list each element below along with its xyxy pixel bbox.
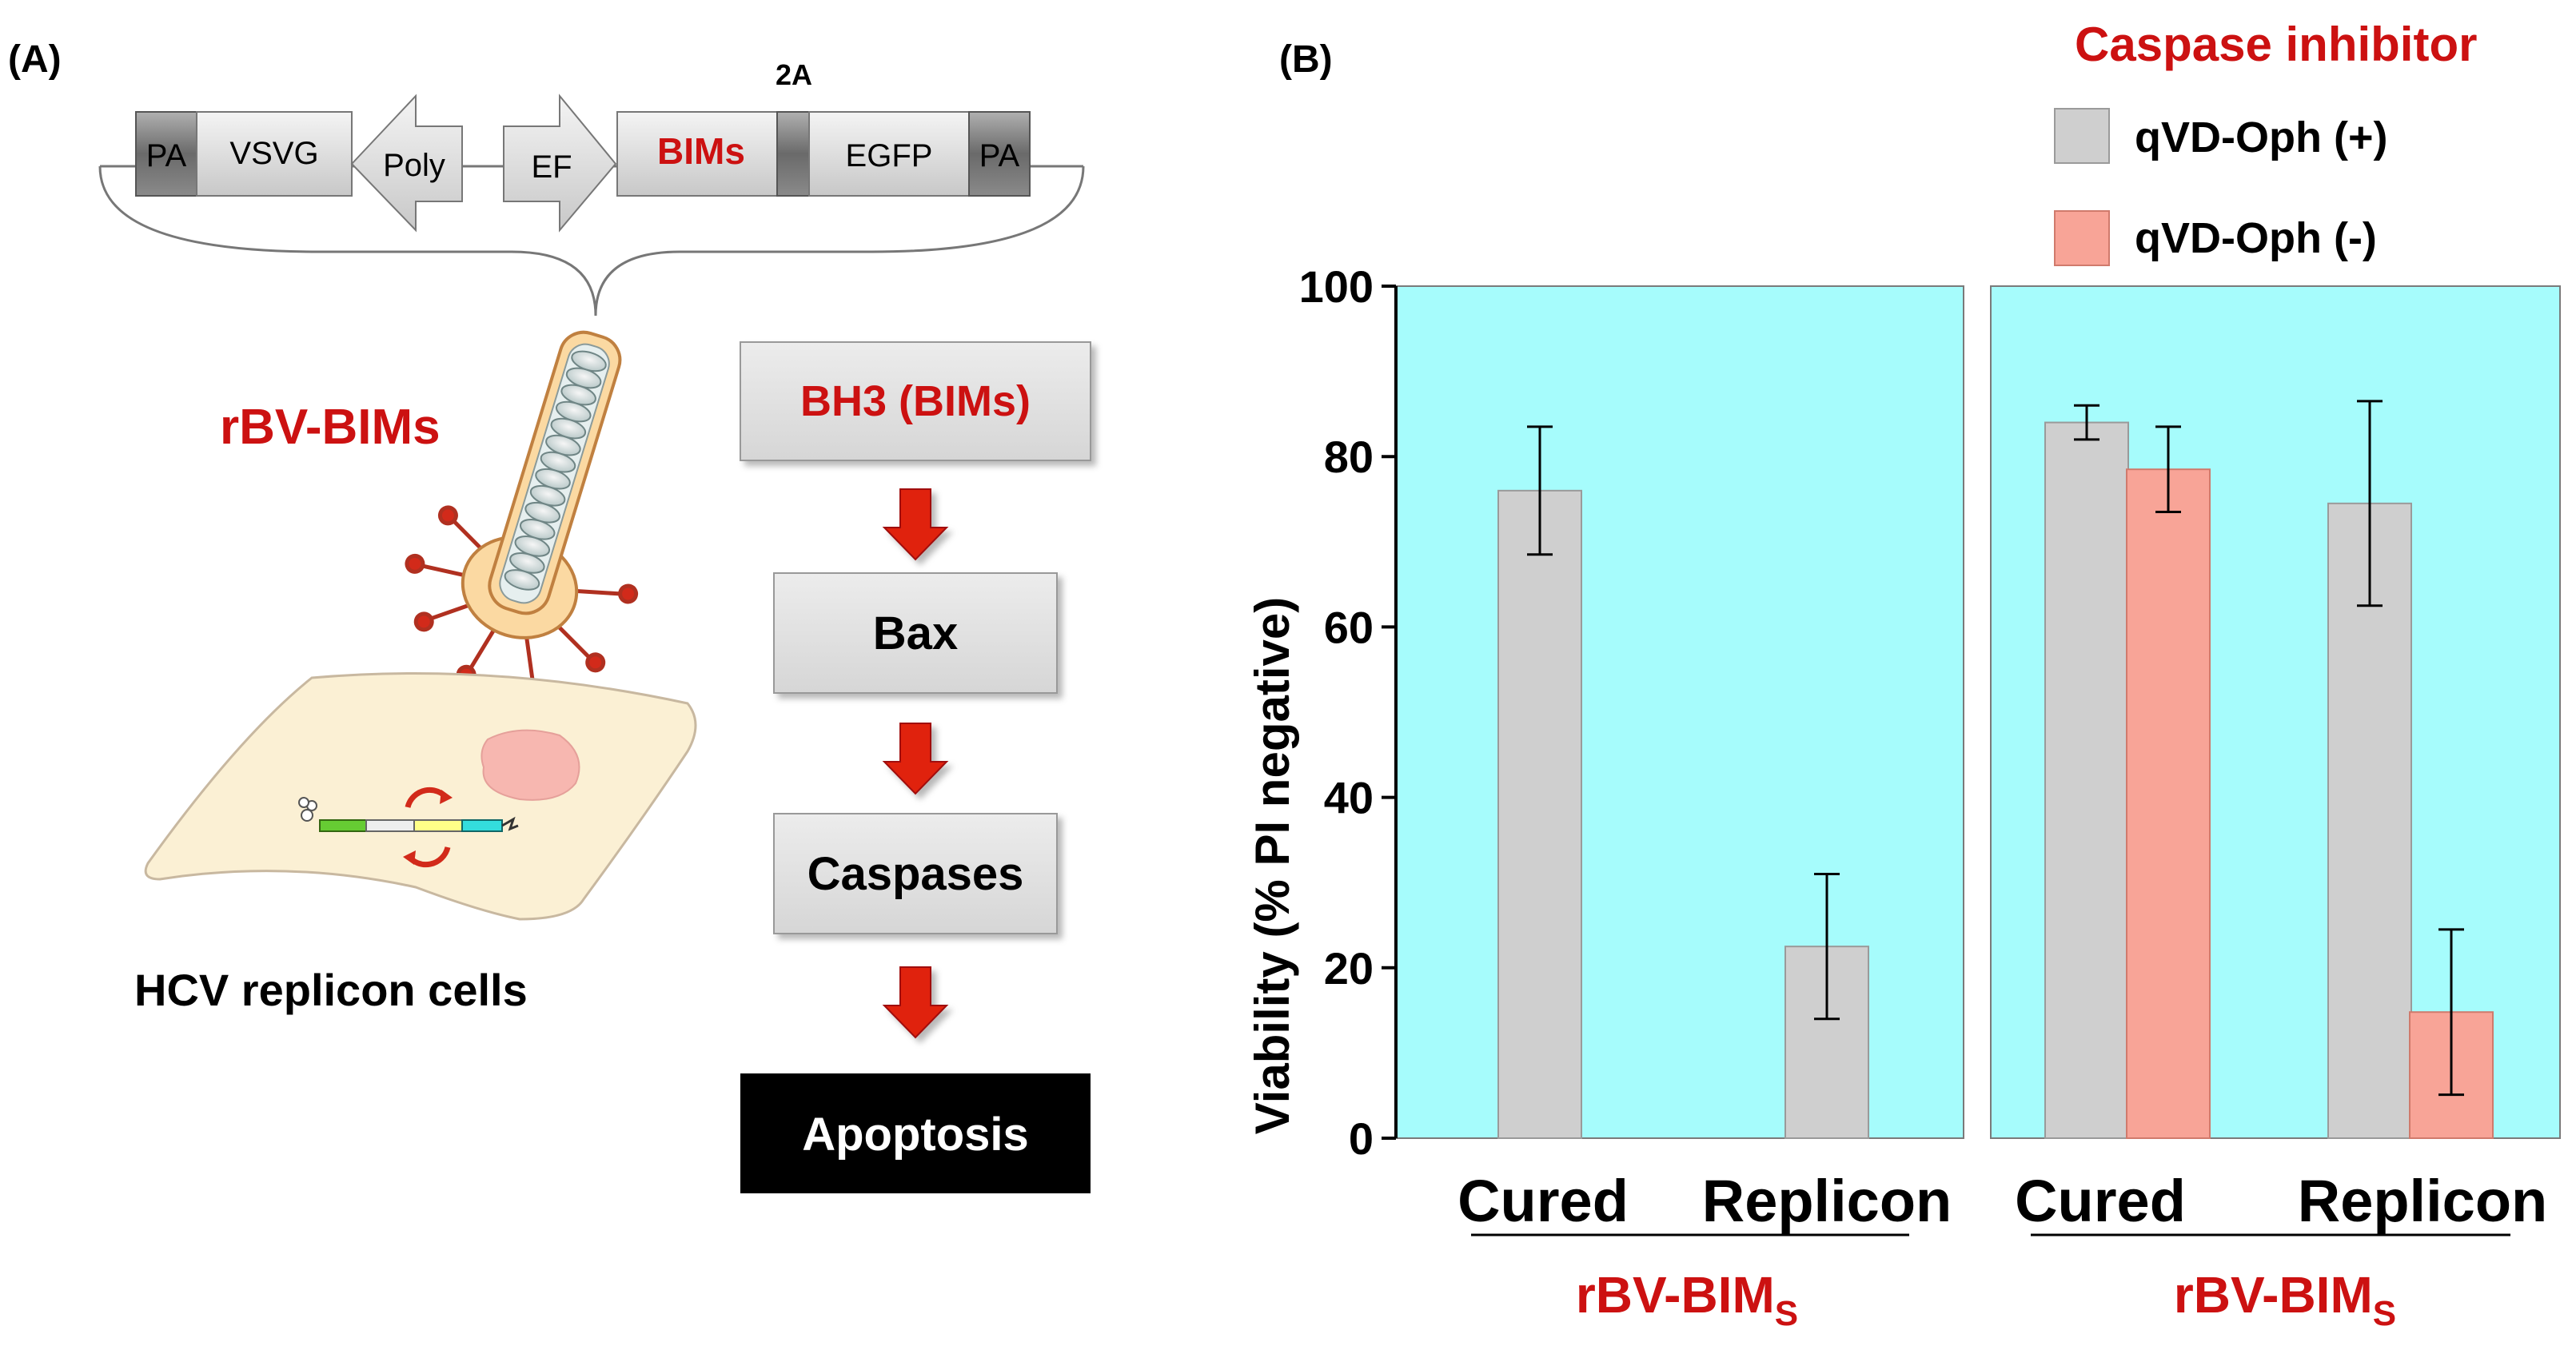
- cell-label: HCV replicon cells: [134, 965, 528, 1015]
- group-label-left-main: rBV-BIM: [1576, 1266, 1775, 1324]
- pathway-label-apoptosis: Apoptosis: [802, 1109, 1029, 1161]
- bar: [2044, 421, 2129, 1139]
- legend-entry-plus: qVD-Oph (+): [2135, 113, 2387, 161]
- pathway-arrow-3: [882, 966, 949, 1039]
- x-label-cured-left: Cured: [1457, 1168, 1629, 1234]
- construct-diagram: PA VSVG Poly EF BIMs 2A EGFP PA: [98, 58, 1085, 317]
- legend-swatch-minus: [2054, 210, 2110, 266]
- y-tick-label: 60: [1324, 602, 1374, 652]
- virus-label: rBV-BIMs: [220, 400, 441, 455]
- legend: Caspase inhibitor qVD-Oph (+) qVD-Oph (-…: [2054, 18, 2477, 266]
- y-tick-label: 80: [1324, 432, 1374, 482]
- vsvg-label: VSVG: [229, 136, 318, 171]
- y-tick-label: 40: [1324, 773, 1374, 823]
- bar: [2327, 502, 2412, 1139]
- y-ticks: 0 20 40 60 80 100: [1299, 261, 1396, 1164]
- group-label-left: rBV-BIMS: [1576, 1266, 1798, 1333]
- legend-swatch-plus: [2054, 108, 2110, 164]
- bims-label: BIMs: [657, 130, 745, 172]
- panel-b-label: (B): [1279, 38, 1333, 81]
- group-label-right: rBV-BIMS: [2174, 1266, 2396, 1333]
- construct-brace: [98, 165, 1085, 317]
- poly-promoter-arrow: [350, 94, 463, 233]
- x-label-replicon-right: Replicon: [2298, 1168, 2547, 1234]
- bar: [1497, 489, 1582, 1139]
- x-label-cured-right: Cured: [2015, 1168, 2186, 1234]
- pathway-arrow-2: [882, 723, 949, 795]
- bar: [2126, 468, 2211, 1139]
- pa-right-segment: [968, 111, 1031, 197]
- pa-right-label: PA: [979, 138, 1020, 173]
- legend-title: Caspase inhibitor: [2075, 18, 2477, 71]
- legend-entry-minus: qVD-Oph (-): [2135, 214, 2377, 262]
- y-tick-label: 20: [1324, 943, 1374, 994]
- pathway-box-caspases: [773, 813, 1058, 934]
- pathway-label-caspases: Caspases: [807, 848, 1024, 900]
- pathway-box-bh3: [740, 341, 1091, 461]
- pathway: BH3 (BIMs) Bax Caspases Apoptosis: [740, 341, 1091, 1193]
- ef-label: EF: [531, 149, 572, 185]
- pathway-arrow-1: [882, 488, 949, 561]
- group-label-left-sub: S: [1775, 1294, 1798, 1333]
- pathway-box-apoptosis: [740, 1073, 1091, 1193]
- pathway-label-bax: Bax: [873, 607, 958, 659]
- pa-left-label: PA: [146, 138, 187, 173]
- y-tick-label: 100: [1299, 261, 1374, 312]
- group-label-right-sub: S: [2373, 1294, 2396, 1333]
- bars: [1497, 400, 2494, 1140]
- y-tick-label: 0: [1349, 1113, 1374, 1164]
- group-label-right-main: rBV-BIM: [2174, 1266, 2373, 1324]
- pathway-box-bax: [773, 572, 1058, 694]
- pathway-label-bh3: BH3 (BIMs): [800, 377, 1031, 425]
- vsvg-segment: [196, 111, 353, 197]
- plot-area-left: [1395, 285, 1964, 1139]
- replicon-icon: [298, 786, 519, 868]
- egfp-label: EGFP: [846, 138, 933, 173]
- ef-promoter-arrow: [503, 94, 617, 233]
- p2a-label: 2A: [776, 58, 812, 91]
- panel-a-label: (A): [8, 38, 62, 81]
- poly-label: Poly: [383, 148, 445, 183]
- y-axis-label: Viability (% PI negative): [1246, 597, 1299, 1134]
- baculovirus-icon: [405, 330, 639, 701]
- x-category-labels: Cured Replicon Cured Replicon: [1457, 1168, 2547, 1234]
- x-label-replicon-left: Replicon: [1702, 1168, 1952, 1234]
- hcv-cell-illustration: [144, 671, 697, 921]
- p2a-segment: [776, 111, 810, 197]
